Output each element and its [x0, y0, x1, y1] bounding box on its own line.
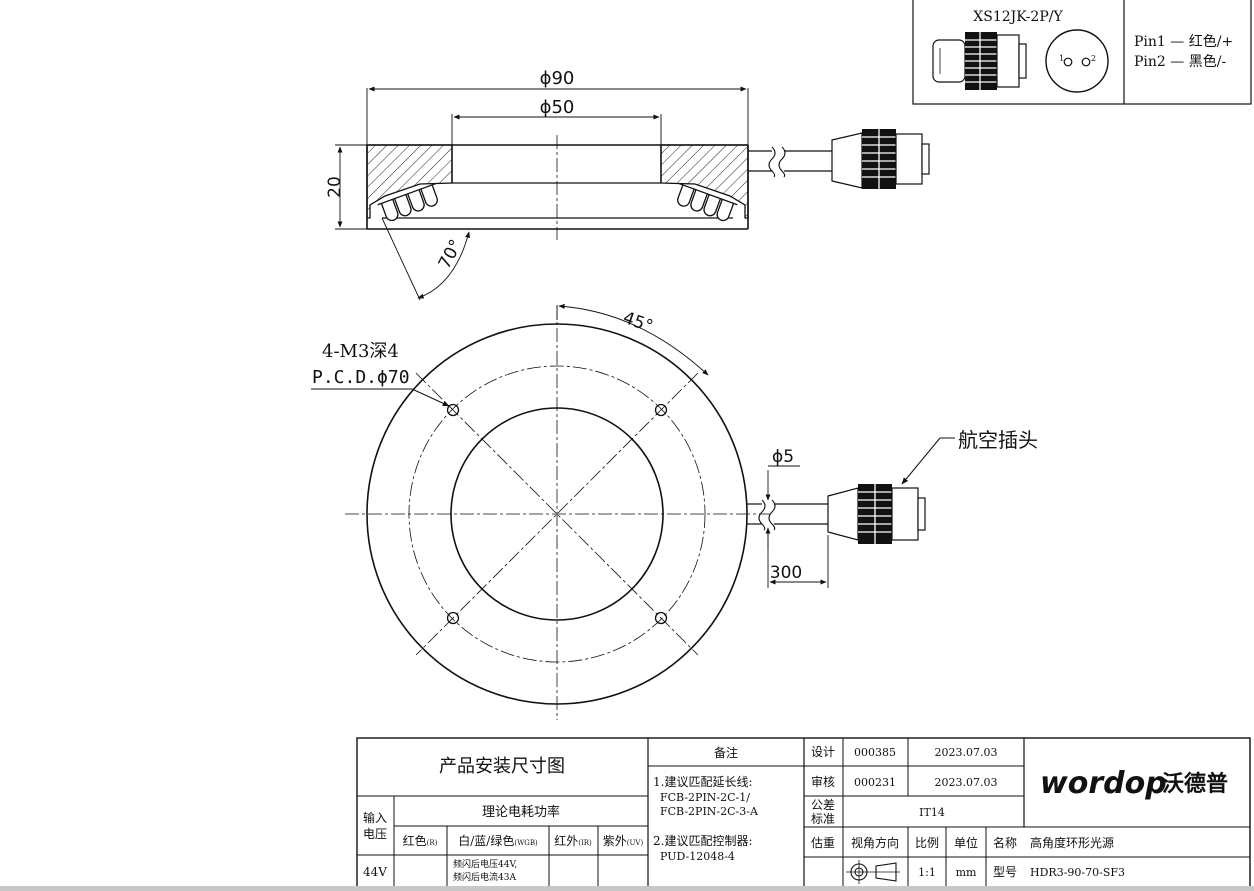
- remark2-line1: 2.建议匹配控制器:: [653, 834, 753, 848]
- tolerance-label-2: 标准: [811, 812, 835, 826]
- holes-callout: 4-M3深4: [322, 341, 399, 362]
- side-cable: [748, 146, 832, 178]
- input-voltage-label-2: 电压: [363, 827, 387, 841]
- design-id: 000385: [854, 746, 896, 759]
- review-id: 000231: [854, 776, 896, 789]
- flash-note-2: 频闪后电流43A: [453, 871, 516, 883]
- dim-angle-70: 70°: [435, 236, 467, 272]
- pin1-label: Pin1 — 红色/+: [1134, 33, 1233, 50]
- top-view: 45° 4-M3深4 P.C.D.ϕ70 ϕ5 300: [311, 303, 1038, 720]
- dim-height: 20: [325, 176, 345, 198]
- top-cable: [747, 499, 828, 531]
- dim-angle-45: 45°: [620, 308, 655, 337]
- dim-cable-length: 300: [770, 563, 802, 583]
- projection-symbol-icon: [846, 860, 900, 884]
- col-red: 红色(R): [403, 833, 438, 848]
- pin2-label: Pin2 — 黑色/-: [1134, 53, 1226, 70]
- title-block: 产品安装尺寸图 输入 电压 理论电耗功率 红色(R) 白/蓝/绿色(WGB) 红…: [356, 737, 1251, 889]
- review-label: 审核: [811, 774, 835, 789]
- connector-face-icon: 1 2: [1045, 29, 1109, 93]
- name-label: 名称: [993, 835, 1017, 850]
- name-value: 高角度环形光源: [1030, 835, 1114, 850]
- pin2-number: 2: [1091, 54, 1096, 63]
- left-led-array: [377, 182, 438, 222]
- scale-label: 比例: [915, 836, 939, 850]
- pcd-callout: P.C.D.ϕ70: [312, 367, 410, 388]
- logo-cn: 沃德普: [1162, 771, 1228, 797]
- connector-plug-icon: [932, 32, 1027, 90]
- tolerance-label-1: 公差: [811, 798, 835, 812]
- design-label: 设计: [811, 745, 835, 759]
- drawing-title: 产品安装尺寸图: [439, 756, 565, 777]
- connector-info-box: XS12JK-2P/Y 1 2 Pin1 — 红色/+ Pin2 — 黑色/-: [912, 0, 1252, 105]
- company-logo: wordop 沃德普: [1040, 766, 1228, 801]
- col-wrgb: 白/蓝/绿色(WGB): [458, 833, 538, 848]
- remark1-line2: FCB-2PIN-2C-1/: [660, 791, 750, 804]
- unit-value: mm: [956, 866, 977, 879]
- flash-note-1: 频闪后电压44V,: [453, 858, 517, 870]
- top-connector-plug-icon: [827, 484, 926, 544]
- model-label: 型号: [993, 865, 1017, 879]
- unit-label: 单位: [954, 835, 978, 850]
- voltage-value: 44V: [363, 865, 387, 879]
- remark1-line1: 1.建议匹配延长线:: [653, 775, 753, 789]
- view-label: 视角方向: [851, 835, 899, 850]
- weight-label: 估重: [811, 836, 835, 850]
- remarks-header: 备注: [714, 745, 738, 760]
- side-connector-plug-icon: [831, 129, 930, 189]
- dim-cable-diameter: ϕ5: [772, 447, 794, 467]
- input-voltage-label-1: 输入: [363, 810, 387, 825]
- dim-outer-diameter: ϕ90: [540, 68, 575, 89]
- scale-value: 1:1: [918, 866, 936, 879]
- right-section-hatch: [660, 144, 749, 219]
- mounting-holes: [446, 403, 668, 625]
- design-date: 2023.07.03: [935, 746, 998, 759]
- remark1-line3: FCB-2PIN-2C-3-A: [660, 805, 759, 818]
- col-ir: 红外(IR): [554, 833, 592, 848]
- plug-label: 航空插头: [958, 428, 1038, 452]
- bottom-scroll-strip: [0, 886, 1254, 891]
- pin1-number: 1: [1059, 54, 1064, 63]
- left-section-hatch: [366, 144, 453, 219]
- power-header: 理论电耗功率: [482, 804, 560, 820]
- model-value: HDR3-90-70-SF3: [1030, 866, 1125, 879]
- side-view: ϕ90 ϕ50 20 70°: [325, 68, 930, 301]
- right-led-array: [677, 182, 738, 222]
- connector-model: XS12JK-2P/Y: [973, 9, 1063, 25]
- logo-text: wordop: [1040, 766, 1167, 801]
- tolerance-value: IT14: [919, 806, 945, 819]
- col-uv: 紫外(UV): [603, 834, 644, 848]
- dim-inner-diameter: ϕ50: [540, 97, 575, 118]
- review-date: 2023.07.03: [935, 776, 998, 789]
- remark2-line2: PUD-12048-4: [660, 850, 735, 863]
